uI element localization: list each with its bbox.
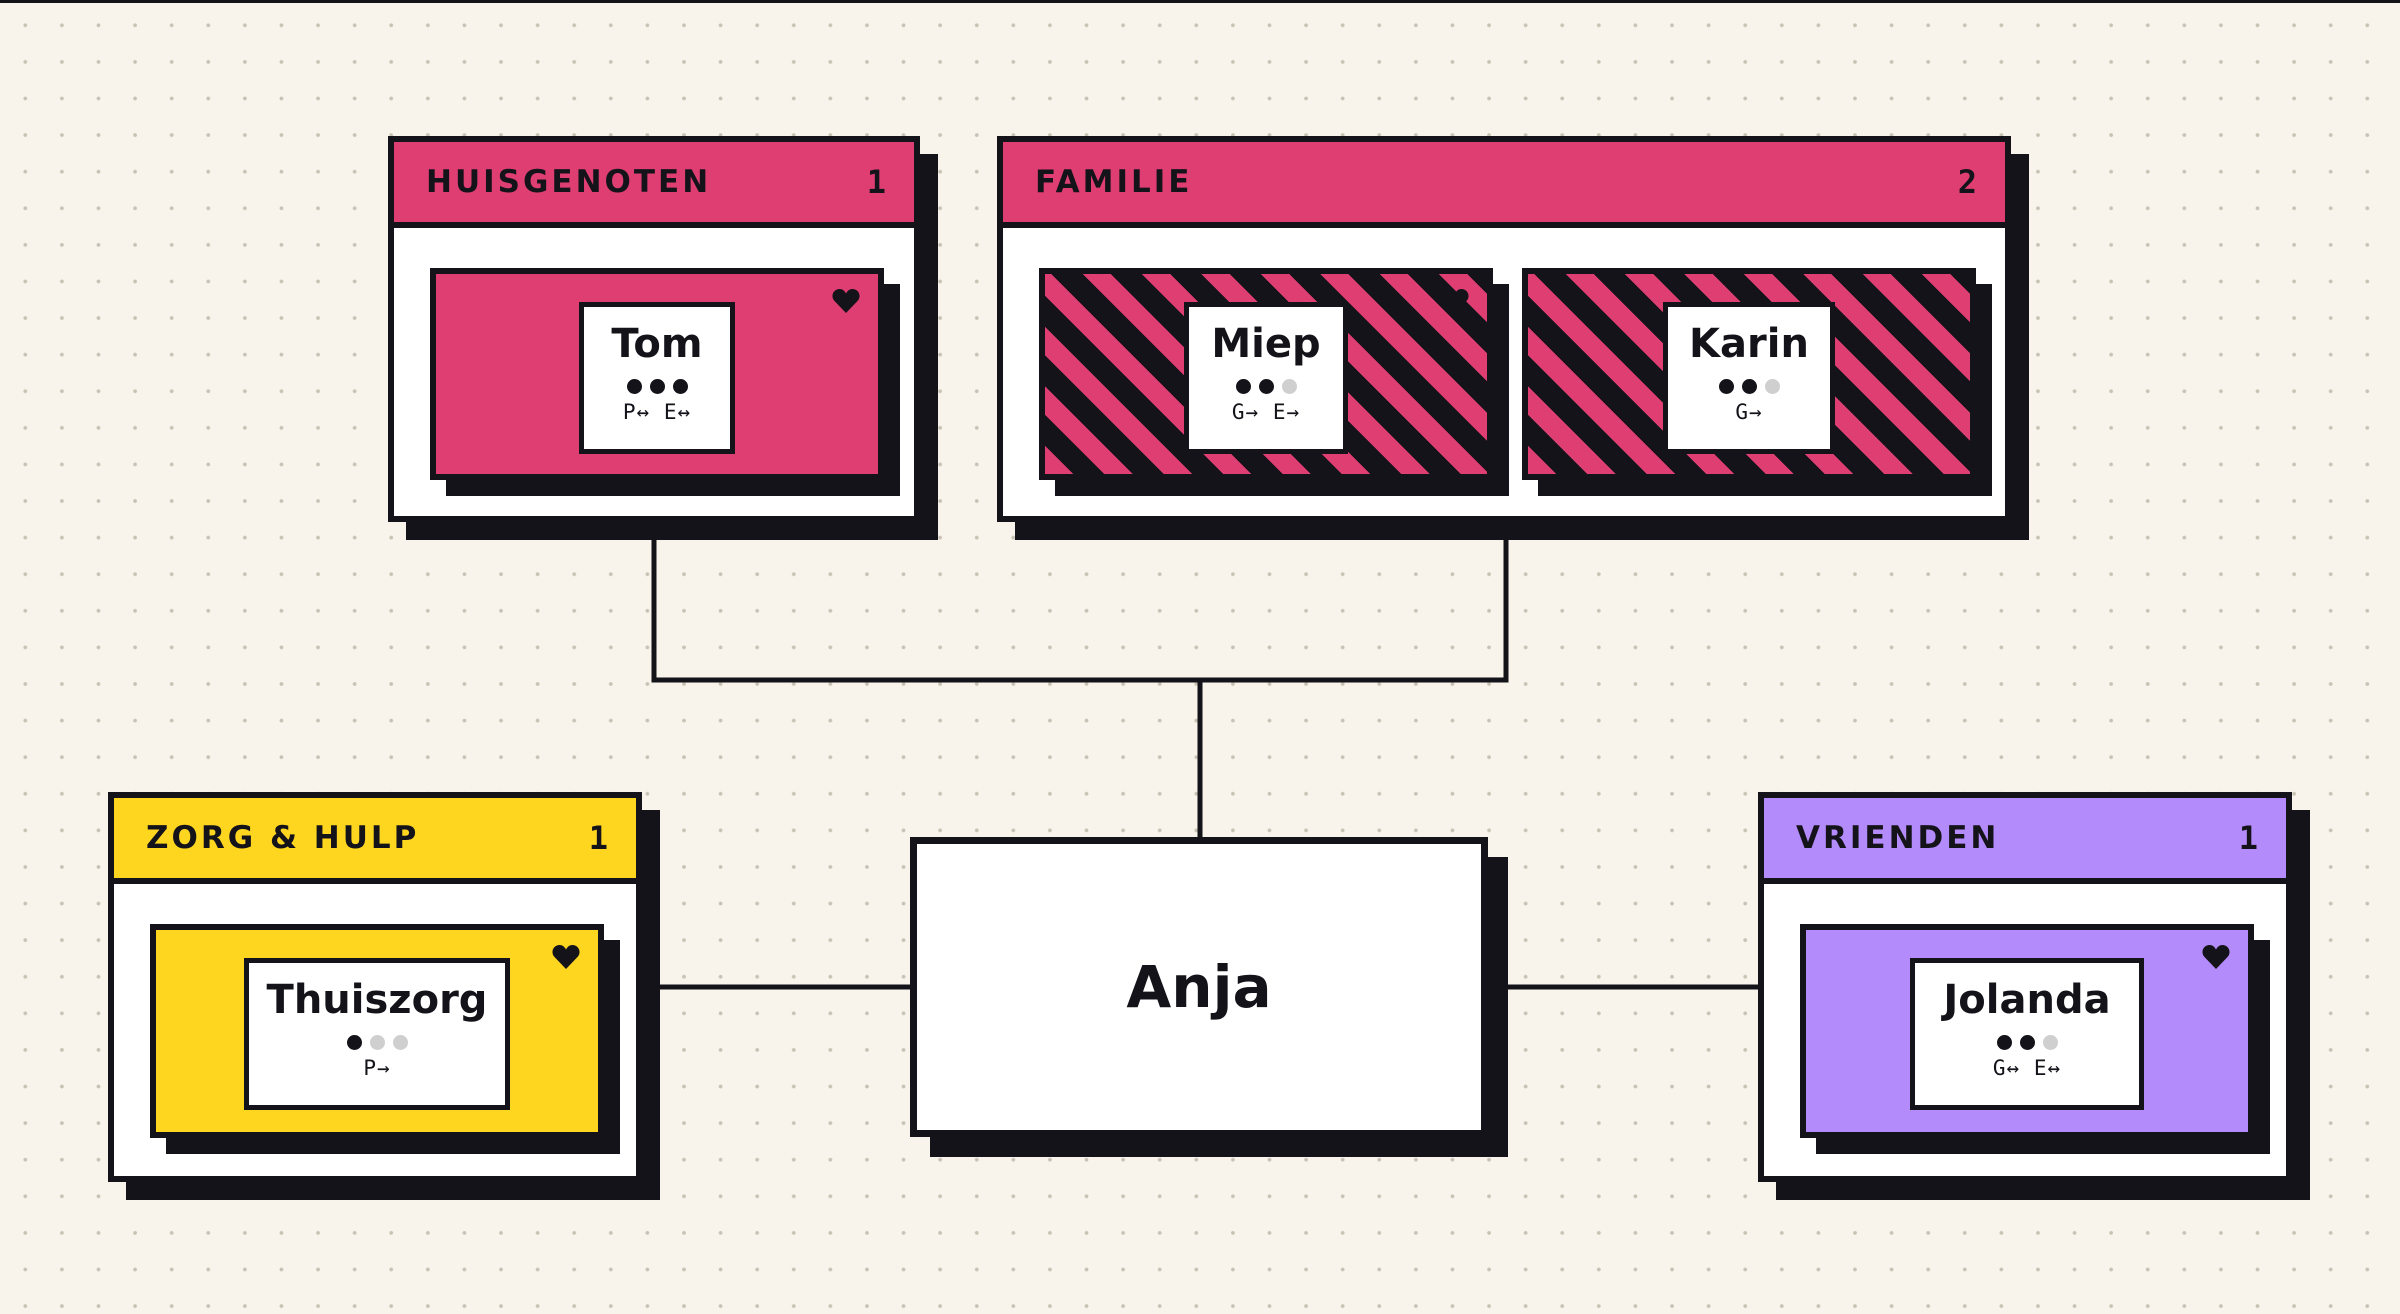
strength-dot bbox=[1235, 379, 1251, 394]
group-vrienden[interactable]: VRIENDEN 1 Jolanda G↔ E↔ bbox=[1758, 792, 2292, 1182]
group-header: FAMILIE 2 bbox=[1003, 142, 2005, 228]
person-card-miep[interactable]: Miep G→ E→ bbox=[1184, 302, 1348, 454]
strength-dots bbox=[1235, 379, 1297, 394]
person-name: Jolanda bbox=[1943, 977, 2111, 1023]
contact-tags: P↔ E↔ bbox=[622, 400, 692, 424]
group-zorg-hulp[interactable]: ZORG & HULP 1 Thuiszorg P→ bbox=[108, 792, 642, 1182]
strength-dot bbox=[672, 379, 688, 394]
person-name: Tom bbox=[611, 321, 703, 367]
person-card-tom[interactable]: Tom P↔ E↔ bbox=[579, 302, 735, 454]
strength-dot bbox=[392, 1035, 408, 1050]
person-card-thuiszorg[interactable]: Thuiszorg P→ bbox=[244, 958, 510, 1110]
strength-dot bbox=[369, 1035, 385, 1050]
contact-tags: G→ E→ bbox=[1231, 400, 1301, 424]
person-zone[interactable]: Thuiszorg P→ bbox=[150, 924, 604, 1138]
person-zone[interactable]: Tom P↔ E↔ bbox=[430, 268, 884, 480]
group-title: ZORG & HULP bbox=[146, 820, 420, 856]
strength-dot bbox=[649, 379, 665, 394]
center-person-name: Anja bbox=[1126, 953, 1272, 1021]
group-header: ZORG & HULP 1 bbox=[114, 798, 636, 884]
strength-dot bbox=[1996, 1035, 2012, 1050]
strength-dot bbox=[2019, 1035, 2035, 1050]
strength-dot bbox=[1718, 379, 1734, 394]
strength-dot bbox=[2042, 1035, 2058, 1050]
group-header: HUISGENOTEN 1 bbox=[394, 142, 914, 228]
person-name: Karin bbox=[1689, 321, 1809, 367]
group-title: HUISGENOTEN bbox=[426, 164, 712, 200]
group-count: 1 bbox=[2238, 819, 2258, 857]
strength-dot bbox=[1764, 379, 1780, 394]
connector-huisgenoten bbox=[651, 540, 1509, 683]
strength-dot bbox=[1258, 379, 1274, 394]
strength-dot bbox=[1281, 379, 1297, 394]
heart-icon bbox=[552, 945, 580, 969]
strength-dots bbox=[346, 1035, 408, 1050]
center-person-anja[interactable]: Anja bbox=[910, 837, 1488, 1137]
person-name: Miep bbox=[1211, 321, 1321, 367]
strength-dots bbox=[1996, 1035, 2058, 1050]
group-huisgenoten[interactable]: HUISGENOTEN 1 Tom P↔ E↔ bbox=[388, 136, 920, 522]
strength-dot bbox=[346, 1035, 362, 1050]
group-header: VRIENDEN 1 bbox=[1764, 798, 2286, 884]
strength-dots bbox=[626, 379, 688, 394]
contact-tags: G↔ E↔ bbox=[1992, 1056, 2062, 1080]
group-count: 1 bbox=[866, 163, 886, 201]
group-familie[interactable]: FAMILIE 2 Miep G→ E→ Karin G→ bbox=[997, 136, 2011, 522]
group-title: VRIENDEN bbox=[1796, 820, 2000, 856]
strength-dot bbox=[1741, 379, 1757, 394]
person-card-jolanda[interactable]: Jolanda G↔ E↔ bbox=[1910, 958, 2144, 1110]
person-zone[interactable]: Karin G→ bbox=[1522, 268, 1976, 480]
group-count: 2 bbox=[1957, 163, 1977, 201]
strength-dot bbox=[626, 379, 642, 394]
heart-icon bbox=[832, 289, 860, 313]
strength-dots bbox=[1718, 379, 1780, 394]
person-zone[interactable]: Jolanda G↔ E↔ bbox=[1800, 924, 2254, 1138]
top-border-line bbox=[0, 0, 2400, 3]
person-zone[interactable]: Miep G→ E→ bbox=[1039, 268, 1493, 480]
contact-tags: G→ bbox=[1735, 400, 1763, 424]
heart-icon bbox=[2202, 945, 2230, 969]
heart-icon bbox=[1441, 289, 1469, 313]
group-title: FAMILIE bbox=[1035, 164, 1193, 200]
person-name: Thuiszorg bbox=[266, 977, 488, 1023]
group-count: 1 bbox=[588, 819, 608, 857]
person-card-karin[interactable]: Karin G→ bbox=[1663, 302, 1835, 454]
contact-tags: P→ bbox=[363, 1056, 391, 1080]
